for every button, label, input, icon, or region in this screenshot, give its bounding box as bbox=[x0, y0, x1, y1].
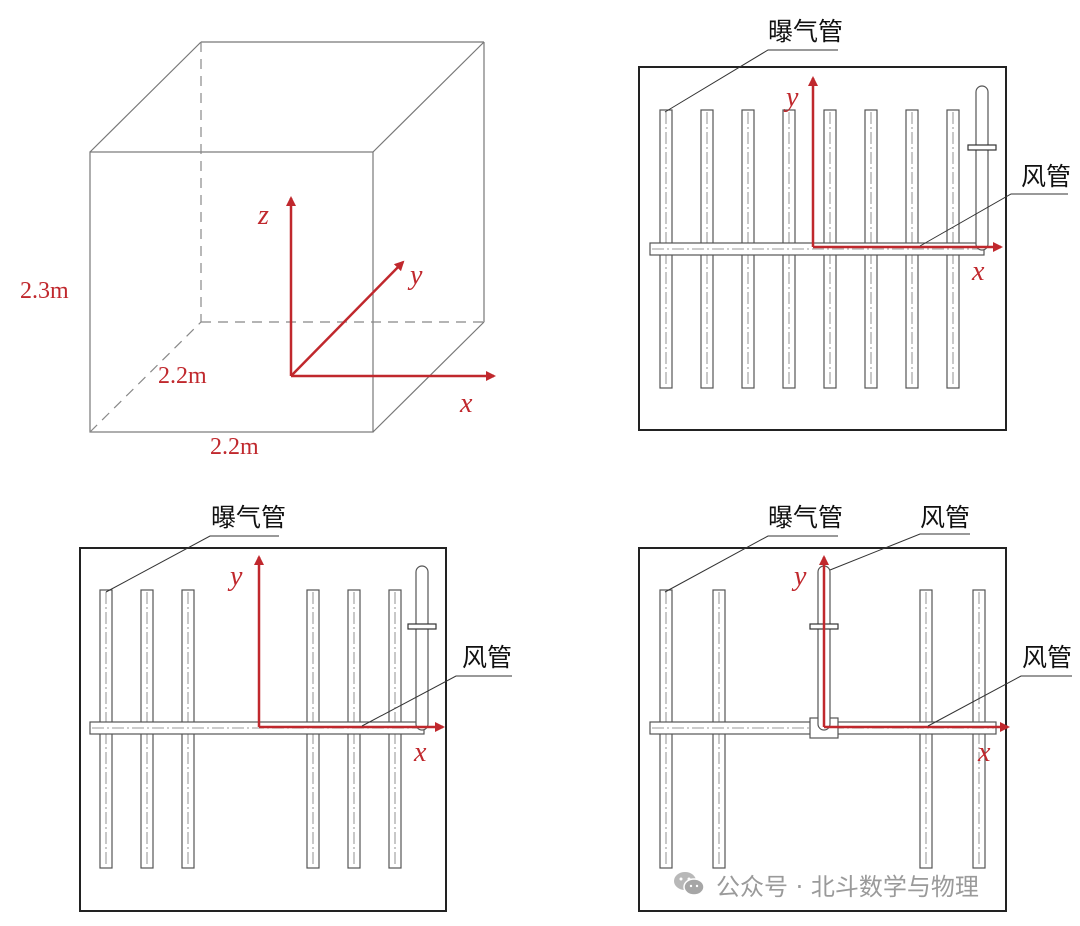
wechat-icon bbox=[674, 872, 705, 896]
cube-axes bbox=[286, 196, 496, 381]
panel-1-axes bbox=[808, 76, 1003, 252]
air-duct-label: 风管 bbox=[1022, 643, 1072, 672]
air-duct-label: 风管 bbox=[1021, 162, 1071, 191]
panel-3-axes bbox=[819, 555, 1010, 732]
aeration-pipe-label: 曝气管 bbox=[211, 503, 286, 532]
watermark: 公众号 · 北斗数学与物理 bbox=[672, 864, 979, 904]
panel-3-x-label: x bbox=[977, 737, 991, 768]
riser-pipe bbox=[975, 85, 989, 251]
panel-frame bbox=[638, 66, 1007, 431]
riser-flange bbox=[967, 144, 997, 151]
panel-2: y x 曝气管 风管 bbox=[79, 503, 512, 912]
cube-diagram: z y x 2.3m 2.2m 2.2m bbox=[20, 41, 496, 460]
callout-lines bbox=[105, 535, 512, 727]
watermark-text: 公众号 · 北斗数学与物理 bbox=[716, 872, 979, 901]
callout-lines bbox=[664, 533, 1072, 727]
cube-y-label: y bbox=[407, 260, 423, 291]
panel-1: y x 曝气管 风管 bbox=[638, 17, 1071, 431]
cube-width-label: 2.2m bbox=[210, 434, 259, 460]
panel-2-y-label: y bbox=[227, 561, 243, 592]
cube-depth-label: 2.2m bbox=[158, 363, 207, 389]
cube-height-label: 2.3m bbox=[20, 278, 69, 304]
riser-pipe bbox=[415, 565, 429, 731]
cube-z-label: z bbox=[257, 200, 269, 231]
air-duct-label: 风管 bbox=[462, 643, 512, 672]
panel-2-axes bbox=[254, 555, 445, 732]
air-duct-label: 风管 bbox=[920, 503, 970, 532]
panel-1-y-label: y bbox=[783, 82, 799, 113]
cube-x-label: x bbox=[459, 388, 473, 419]
panel-3: y x 曝气管 风管 风管 bbox=[638, 503, 1072, 912]
callout-lines bbox=[664, 49, 1068, 247]
aeration-pipe-label: 曝气管 bbox=[768, 503, 843, 532]
cube-edges bbox=[89, 41, 485, 433]
panel-3-y-label: y bbox=[791, 561, 807, 592]
riser-flange bbox=[407, 623, 437, 630]
panel-2-x-label: x bbox=[413, 737, 427, 768]
panel-1-x-label: x bbox=[971, 256, 985, 287]
aeration-pipe-label: 曝气管 bbox=[768, 17, 843, 46]
panel-frame bbox=[79, 547, 447, 912]
